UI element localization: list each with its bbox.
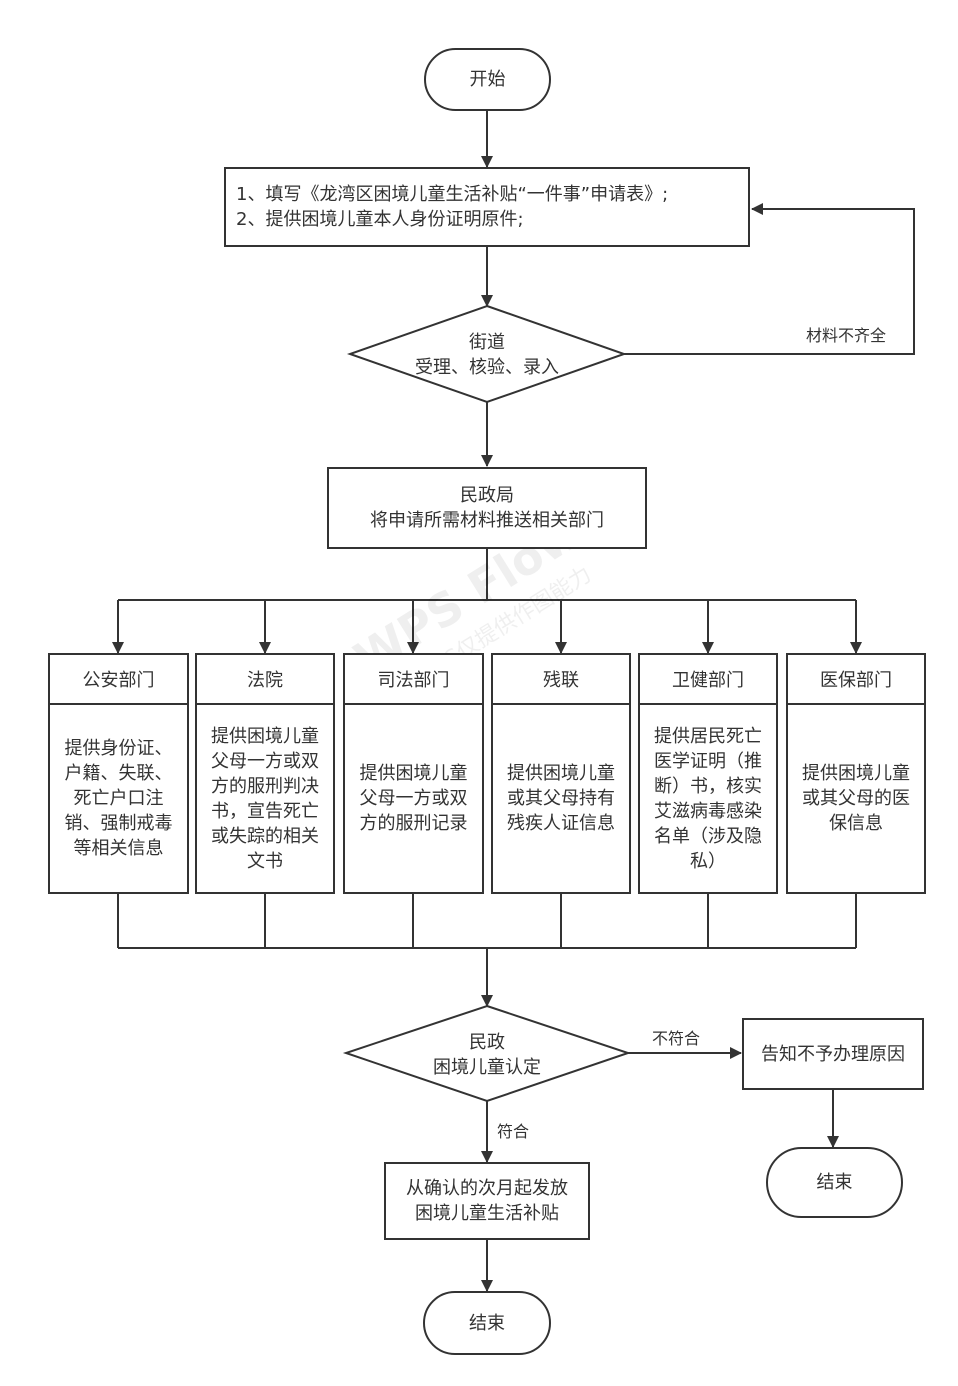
end-bottom-label: 结束: [469, 1312, 505, 1334]
dept-title: 公安部门: [50, 655, 187, 705]
dept-title: 卫健部门: [640, 655, 776, 705]
start-node: 开始: [424, 48, 551, 111]
decision-line-2: 困境儿童认定: [433, 1057, 541, 1078]
apply-line-1: 1、填写《龙湾区困境儿童生活补贴“一件事”申请表》;: [236, 184, 669, 205]
dept-medical-insurance: 医保部门 提供困境儿童或其父母的医保信息: [786, 653, 926, 894]
end-right-label: 结束: [816, 1172, 853, 1193]
reject-label: 不符合: [652, 1029, 701, 1048]
dept-description: 提供困境儿童或其父母持有残疾人证信息: [507, 763, 615, 834]
grant-line-2: 困境儿童生活补贴: [415, 1203, 559, 1224]
start-label: 开始: [469, 69, 506, 90]
apply-node: 1、填写《龙湾区困境儿童生活补贴“一件事”申请表》; 2、提供困境儿童本人身份证…: [224, 167, 750, 247]
dept-description: 提供困境儿童父母一方或双方的服刑记录: [359, 763, 468, 834]
decision-street-shape: [346, 304, 628, 404]
grant-subsidy-node: 从确认的次月起发放 困境儿童生活补贴: [384, 1162, 590, 1240]
notify-reason-node: 告知不予办理原因: [742, 1018, 924, 1090]
decision-line-1: 民政: [469, 1032, 505, 1053]
dept-description: 提供身份证、户籍、失联、死亡户口注销、强制戒毒等相关信息: [64, 738, 173, 859]
grant-line-1: 从确认的次月起发放: [406, 1178, 568, 1199]
dept-title: 医保部门: [788, 655, 924, 705]
street-line-2: 受理、核验、录入: [415, 357, 559, 378]
notify-label: 告知不予办理原因: [761, 1043, 905, 1065]
civil-line-1: 民政局: [460, 485, 514, 506]
street-line-1: 街道: [469, 332, 505, 353]
civil-affairs-node: 民政局 将申请所需材料推送相关部门: [327, 467, 647, 549]
end-node-right: 结束: [766, 1147, 903, 1218]
end-node-bottom: 结束: [423, 1291, 551, 1355]
street-decision-text: 街道 受理、核验、录入: [370, 330, 604, 380]
apply-line-2: 2、提供困境儿童本人身份证明原件;: [236, 209, 524, 230]
civil-decision-text: 民政 困境儿童认定: [387, 1030, 587, 1080]
dept-title: 司法部门: [345, 655, 482, 705]
edge-street-incomplete-loop: [624, 203, 915, 355]
dept-title: 残联: [493, 655, 629, 705]
dept-court: 法院 提供困境儿童父母一方或双方的服刑判决书，宣告死亡或失踪的相关文书: [195, 653, 335, 894]
dept-disabled-federation: 残联 提供困境儿童或其父母持有残疾人证信息: [491, 653, 631, 894]
civil-line-2: 将申请所需材料推送相关部门: [370, 510, 604, 531]
dept-judicial: 司法部门 提供困境儿童父母一方或双方的服刑记录: [343, 653, 484, 894]
accept-label: 符合: [497, 1122, 530, 1141]
dept-description: 提供困境儿童父母一方或双方的服刑判决书，宣告死亡或失踪的相关文书: [211, 725, 319, 872]
dept-title: 法院: [197, 655, 333, 705]
incomplete-materials-label: 材料不齐全: [806, 326, 887, 345]
dept-public-security: 公安部门 提供身份证、户籍、失联、死亡户口注销、强制戒毒等相关信息: [48, 653, 189, 894]
dept-health: 卫健部门 提供居民死亡医学证明（推断）书，核实艾滋病毒感染名单（涉及隐私）: [638, 653, 778, 894]
dept-description: 提供困境儿童或其父母的医保信息: [802, 763, 910, 834]
dept-description: 提供居民死亡医学证明（推断）书，核实艾滋病毒感染名单（涉及隐私）: [654, 725, 762, 872]
decision-civil-shape: [342, 1004, 632, 1103]
